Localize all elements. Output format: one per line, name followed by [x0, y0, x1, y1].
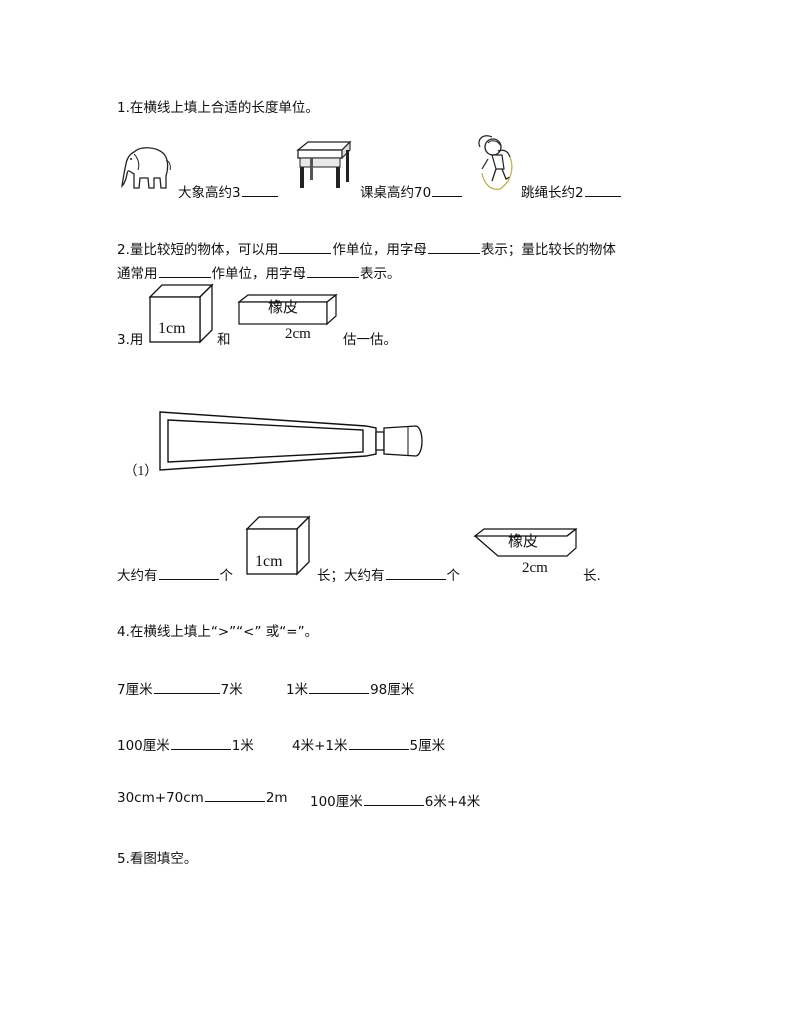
q5-title: 5.看图填空。 — [117, 851, 198, 867]
q3-suffix: 估一估。 — [343, 332, 397, 348]
q3-ans-a: 大约有 — [117, 568, 158, 584]
q1-item1-text: 大象高约3 — [178, 185, 241, 201]
q3-ans-d: 个 — [446, 568, 461, 584]
q4-row2-left: 100厘米 1米 — [117, 734, 254, 754]
q1-item1: 大象高约3 — [178, 181, 279, 201]
cube-1cm-image — [148, 283, 214, 344]
q2-line1-a: 2.量比较短的物体，可以用 — [117, 242, 279, 258]
q4-r3-d: 6米+4米 — [424, 794, 481, 810]
eraser-image — [237, 293, 338, 326]
q1-blank3[interactable] — [584, 195, 621, 197]
eraser-image-2 — [473, 528, 578, 557]
jump-rope-girl-image — [478, 135, 513, 190]
q2-line1-c: 表示；量比较长的物体 — [480, 242, 616, 258]
q3-blank1[interactable] — [158, 578, 219, 580]
q2-line2-a: 通常用 — [117, 266, 158, 282]
q4-r1-blank2[interactable] — [309, 692, 370, 694]
q3-prefix: 3.用 — [117, 332, 144, 348]
eraser-top-label: 橡皮 — [268, 298, 299, 316]
q4-r2-c: 4米+1米 — [292, 738, 348, 754]
q4-r1-blank1[interactable] — [153, 692, 220, 694]
q1-item2: 课桌高约70 — [360, 181, 463, 201]
eraser-bottom-label: 2cm — [285, 326, 311, 342]
q1-item2-text: 课桌高约70 — [360, 185, 432, 201]
q1-blank2[interactable] — [432, 195, 463, 197]
q4-r3-blank2[interactable] — [363, 804, 424, 806]
q4-r2-blank1[interactable] — [170, 748, 231, 750]
q4-row1-left: 7厘米 7米 — [117, 678, 243, 698]
q3-ans-e: 长. — [583, 568, 601, 584]
q2-line1-b: 作单位，用字母 — [332, 242, 427, 258]
q4-title: 4.在横线上填上“>”“<” 或“=”。 — [117, 624, 319, 640]
cube-1cm-image-2 — [245, 515, 311, 576]
q1-item3: 跳绳长约2 — [521, 181, 622, 201]
q3-sub-label: （1） — [124, 463, 158, 478]
q2-line2-c: 表示。 — [360, 266, 401, 282]
q4-r1-c: 1米 — [286, 682, 309, 698]
q4-r2-blank2[interactable] — [348, 748, 409, 750]
q3-answer-b: 长；大约有 个 — [317, 564, 460, 584]
q4-r1-b: 7米 — [220, 682, 243, 698]
q2-line1: 2.量比较短的物体，可以用 作单位，用字母 表示；量比较长的物体 — [117, 238, 616, 258]
q1-title: 1.在横线上填上合适的长度单位。 — [117, 100, 319, 116]
elephant-image — [121, 147, 171, 189]
q4-r1-d: 98厘米 — [370, 682, 415, 698]
q2-blank3[interactable] — [158, 276, 211, 278]
q4-r1-a: 7厘米 — [117, 682, 153, 698]
q4-r3-b: 2m — [265, 790, 288, 806]
q4-r2-d: 5厘米 — [409, 738, 446, 754]
q2-blank2[interactable] — [427, 252, 480, 254]
q3-ans-c: 长；大约有 — [317, 568, 385, 584]
desk-image — [296, 140, 352, 188]
q4-r2-a: 100厘米 — [117, 738, 170, 754]
q1-item3-text: 跳绳长约2 — [521, 185, 584, 201]
q4-row1-right: 1米 98厘米 — [286, 678, 414, 698]
q4-r3-a: 30cm+70cm — [117, 790, 204, 806]
q4-row3-left: 30cm+70cm 2m — [117, 790, 288, 806]
q4-row3-right: 100厘米 6米+4米 — [310, 790, 480, 810]
toothpaste-tube-image — [159, 411, 423, 471]
q2-blank1[interactable] — [279, 252, 332, 254]
eraser-top-label-2: 橡皮 — [508, 532, 539, 550]
q1-blank1[interactable] — [241, 195, 278, 197]
q4-r3-blank1[interactable] — [204, 800, 265, 802]
eraser-bottom-label-2: 2cm — [522, 560, 548, 576]
q3-and: 和 — [217, 332, 231, 348]
cube-label: 1cm — [158, 320, 186, 337]
q3-answer-a: 大约有 个 — [117, 564, 233, 584]
q2-line2-b: 作单位，用字母 — [211, 266, 307, 282]
q4-r2-b: 1米 — [231, 738, 254, 754]
q2-line2: 通常用 作单位，用字母 表示。 — [117, 262, 401, 282]
q3-ans-b: 个 — [219, 568, 234, 584]
q3-blank2[interactable] — [385, 578, 446, 580]
q4-r3-c: 100厘米 — [310, 794, 363, 810]
q4-row2-right: 4米+1米 5厘米 — [292, 734, 445, 754]
cube-label-2: 1cm — [255, 553, 283, 570]
q2-blank4[interactable] — [307, 276, 359, 278]
